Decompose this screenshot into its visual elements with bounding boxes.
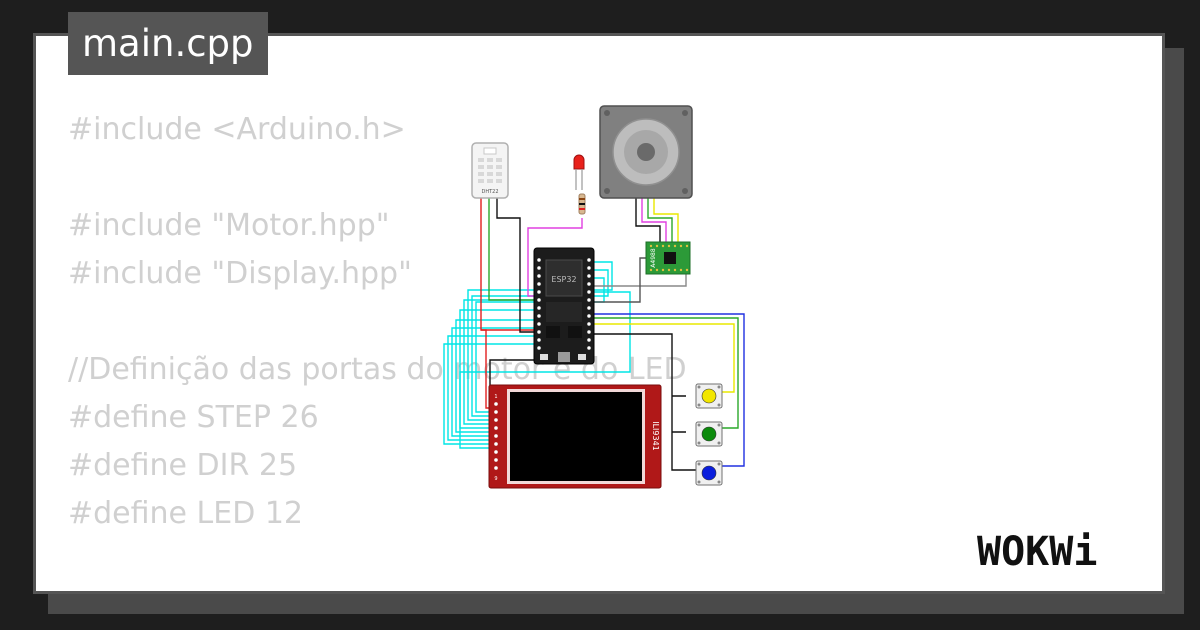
push-buttons	[695, 383, 723, 486]
dht22-sensor[interactable]: DHT22	[471, 142, 509, 199]
a4988-label: A4988	[650, 248, 657, 268]
dht22-label: DHT22	[481, 189, 498, 195]
code-line: #include "Motor.hpp"	[68, 208, 390, 243]
wire-cyan	[451, 327, 536, 437]
wire-motor	[647, 198, 673, 242]
wire-motor	[635, 198, 661, 242]
ili9341-display[interactable]: 1 9 ILI9341	[488, 384, 662, 489]
stepper-motor[interactable]	[599, 105, 693, 199]
wire-motor	[641, 198, 667, 242]
wire-black	[592, 333, 698, 471]
a4988-driver[interactable]: A4988	[645, 241, 691, 275]
display-pin-last: 9	[494, 476, 497, 482]
wire-cyan	[447, 335, 536, 441]
wokwi-logo: WOKWi	[977, 529, 1097, 575]
wire-cyan	[459, 291, 631, 449]
display-pin-first: 1	[494, 394, 497, 400]
wire-blue	[592, 313, 745, 467]
led[interactable]	[573, 154, 585, 190]
code-line: #define DIR 25	[68, 448, 298, 483]
wire-green	[592, 317, 739, 429]
wire-yellow	[592, 323, 735, 393]
wire-magenta	[527, 218, 583, 297]
file-tab[interactable]: main.cpp	[68, 12, 268, 75]
ili9341-label: ILI9341	[651, 421, 660, 451]
wire-cyan	[443, 343, 536, 445]
code-line: #define LED 12	[68, 496, 304, 531]
yellow-button[interactable]	[695, 383, 723, 409]
blue-button[interactable]	[695, 460, 723, 486]
wire-black	[496, 196, 536, 333]
wire-dark	[592, 257, 646, 303]
code-line: #define STEP 26	[68, 400, 319, 435]
resistor	[578, 193, 586, 215]
wire-cyan	[459, 309, 536, 429]
green-button[interactable]	[695, 421, 723, 447]
code-line: #include "Display.hpp"	[68, 256, 412, 291]
wire-green	[488, 196, 536, 301]
wire-motor	[653, 198, 679, 242]
wire-cyan	[455, 319, 536, 433]
esp32-label: ESP32	[551, 275, 576, 284]
code-line: #include <Arduino.h>	[68, 112, 406, 147]
esp32-board[interactable]: ESP32	[533, 247, 595, 365]
wokwi-logo-text: WOKWi	[977, 529, 1097, 575]
wire-black	[672, 395, 686, 433]
